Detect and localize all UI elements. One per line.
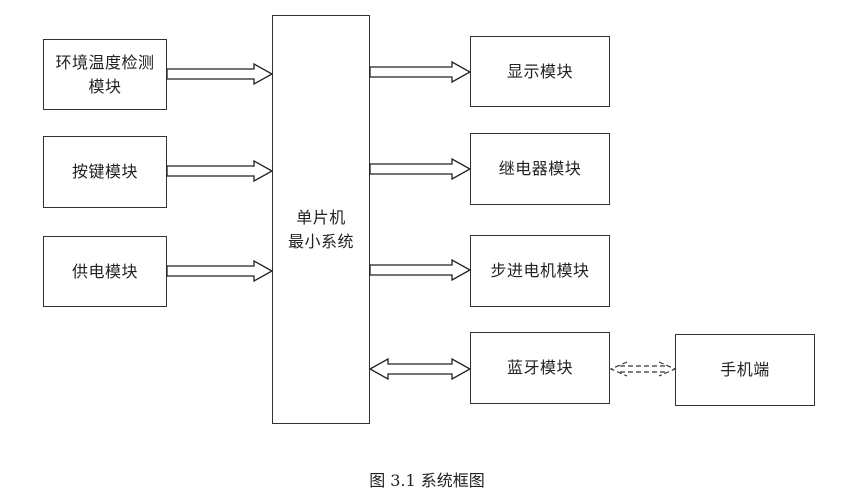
arrow-mcu-to-stepper xyxy=(369,258,472,282)
display-module-label: 显示模块 xyxy=(506,61,573,81)
temperature-module-box: 环境温度检测 模块 xyxy=(43,39,167,110)
arrow-mcu-bluetooth xyxy=(368,357,472,381)
relay-module-label: 继电器模块 xyxy=(498,159,582,178)
mcu-label-1: 单片机 xyxy=(296,208,346,227)
key-module-label: 按键模块 xyxy=(71,162,138,181)
stepper-motor-module-box: 步进电机模块 xyxy=(470,235,610,307)
arrow-temperature-to-mcu xyxy=(166,62,274,86)
arrow-mcu-to-display xyxy=(369,60,472,84)
relay-module-box: 继电器模块 xyxy=(470,133,610,205)
phone-label: 手机端 xyxy=(720,360,770,379)
arrow-power-to-mcu xyxy=(166,259,274,283)
phone-box: 手机端 xyxy=(675,334,815,406)
arrow-bluetooth-phone xyxy=(609,361,677,377)
figure-caption: 图 3.1 系统框图 xyxy=(369,471,485,490)
arrow-mcu-to-relay xyxy=(369,157,472,181)
mcu-label-2: 最小系统 xyxy=(287,232,354,251)
display-module-box: 显示模块 xyxy=(470,36,610,107)
temperature-module-label-2: 模块 xyxy=(88,76,122,96)
bluetooth-module-box: 蓝牙模块 xyxy=(470,332,610,404)
power-module-label: 供电模块 xyxy=(71,261,138,281)
arrow-key-to-mcu xyxy=(166,159,274,183)
temperature-module-label-1: 环境温度检测 xyxy=(55,52,155,72)
bluetooth-module-label: 蓝牙模块 xyxy=(506,358,573,377)
mcu-box: 单片机 最小系统 xyxy=(272,15,370,424)
stepper-motor-module-label: 步进电机模块 xyxy=(490,261,590,280)
power-module-box: 供电模块 xyxy=(43,236,167,307)
